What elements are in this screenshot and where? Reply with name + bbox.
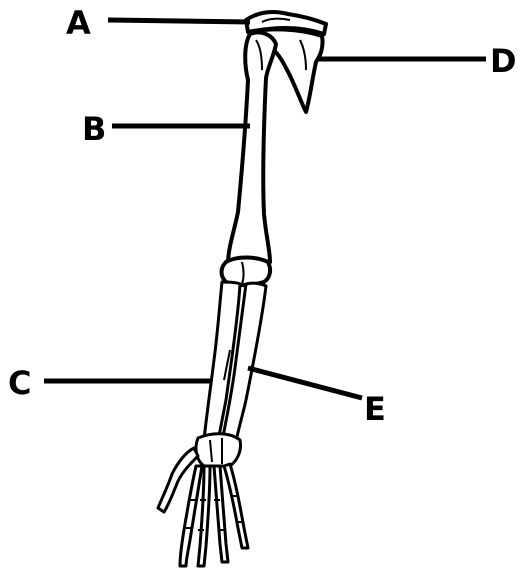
carpals bbox=[196, 434, 241, 466]
label-e: E bbox=[364, 390, 386, 428]
label-c: C bbox=[8, 364, 31, 402]
label-b: B bbox=[82, 110, 106, 148]
leader-line-e bbox=[248, 368, 362, 398]
forearm bbox=[204, 282, 266, 442]
label-a: A bbox=[66, 4, 91, 42]
humerus bbox=[228, 32, 276, 264]
hand bbox=[158, 434, 248, 566]
leader-line-a bbox=[108, 20, 250, 22]
label-d: D bbox=[490, 42, 517, 80]
